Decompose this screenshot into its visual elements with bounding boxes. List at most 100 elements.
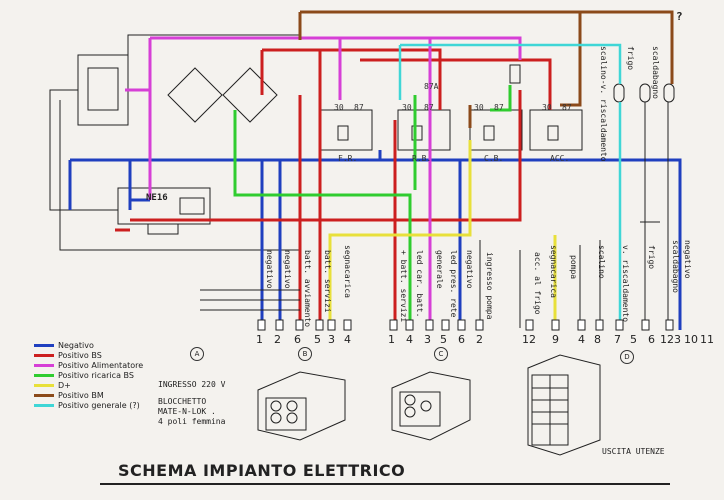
label-frigo-top: frigo	[626, 46, 635, 71]
relay-rb-contact-87a: 87A	[424, 82, 439, 91]
label-negativo-b2: negativo	[283, 250, 292, 289]
label-negativo-c: negativo	[465, 250, 474, 289]
pin-d-10: 10	[684, 333, 698, 346]
legend-swatch-negativo	[34, 343, 54, 347]
pin-d-12a: 12	[522, 333, 536, 346]
note-mate-n-lok: MATE-N-LOK .	[158, 407, 216, 416]
connector-c-marker: C	[434, 347, 448, 361]
pin-b-4: 4	[344, 333, 351, 346]
note-ingresso: INGRESSO 220 V	[158, 380, 226, 389]
label-generale: generale	[435, 250, 444, 289]
wire-positivo-bm	[298, 10, 674, 128]
label-scalino-riscaldamento: scalino-v. riscaldamento	[599, 46, 608, 162]
pin-d-12b: 12	[660, 333, 674, 346]
wire-positivo-bs	[115, 48, 552, 328]
title-underline	[100, 483, 670, 485]
pin-terminals	[257, 319, 674, 331]
label-segnacarica-d: segnacarica	[549, 245, 558, 298]
note-blocchetto: BLOCCHETTO	[158, 397, 207, 406]
legend-item: Negativo	[34, 340, 143, 350]
wire-positivo-alimentatore	[125, 36, 522, 328]
connector-b-marker: B	[298, 347, 312, 361]
pin-d-8: 8	[594, 333, 601, 346]
label-scalino: scalino	[597, 245, 606, 279]
label-ingresso-pompa: ingresso pompa	[485, 252, 494, 320]
legend-swatch-d-plus	[34, 383, 54, 387]
label-batt-servizi-plus: + batt. servizi	[399, 250, 408, 323]
label-scaldabagno-d: scaldabagno	[671, 240, 680, 293]
legend-label: Positivo generale (?)	[58, 400, 140, 410]
pin-b-1: 1	[256, 333, 263, 346]
relay-cb-contact-30: 30	[474, 103, 484, 112]
power-supply-block	[49, 34, 300, 251]
wire-negativo	[68, 150, 682, 330]
relay-rb-name: R.B.	[412, 154, 432, 163]
pin-d-5: 5	[630, 333, 637, 346]
pin-d-9: 9	[552, 333, 559, 346]
label-led-car-batt: led car. batt.	[415, 250, 424, 318]
relay-acc-name: ACC.	[550, 154, 570, 163]
pin-d-7: 7	[614, 333, 621, 346]
fuses	[509, 64, 675, 103]
label-pompa: pompa	[569, 255, 578, 280]
pin-c-4: 4	[406, 333, 413, 346]
legend-label: Positivo BS	[58, 350, 102, 360]
pin-d-11: 11	[700, 333, 714, 346]
pin-c-6: 6	[458, 333, 465, 346]
pin-d-4: 4	[578, 333, 585, 346]
relay-fr-contact-30: 30	[334, 103, 344, 112]
legend-swatch-positivo-alimentatore	[34, 363, 54, 367]
legend-label: Negativo	[58, 340, 94, 350]
wire-positivo-ricarica	[233, 85, 512, 328]
label-batt-avviamento: batt. avviamento	[303, 250, 312, 328]
pin-b-3: 3	[328, 333, 335, 346]
pin-c-1: 1	[388, 333, 395, 346]
legend-label: D+	[58, 380, 71, 390]
relay-cb-contact-87: 87	[494, 103, 504, 112]
label-batt-servizi: batt. servizi	[323, 250, 332, 313]
wire-positivo-generale	[398, 43, 622, 330]
label-segnacarica-b: segnacarica	[343, 245, 352, 298]
legend-swatch-positivo-generale	[34, 403, 54, 407]
module-label: NE16	[146, 193, 168, 203]
connector-drawings	[257, 354, 601, 456]
legend-label: Positivo Alimentatore	[58, 360, 144, 370]
relay-fr-contact-87: 87	[354, 103, 364, 112]
legend-item: Positivo generale (?)	[34, 400, 143, 410]
label-led-pres-rete: led pres. rete	[449, 250, 458, 318]
pin-c-3: 3	[424, 333, 431, 346]
relay-boxes	[319, 109, 583, 151]
legend-item: Positivo BM	[34, 390, 143, 400]
label-v-riscaldamento: v. riscaldamento	[621, 245, 630, 323]
pin-b-2: 2	[274, 333, 281, 346]
legend-swatch-positivo-bm	[34, 393, 54, 397]
pin-c-5: 5	[440, 333, 447, 346]
relay-acc-contact-30: 30	[542, 103, 552, 112]
legend-item: D+	[34, 380, 143, 390]
relay-cb-name: C.B.	[484, 154, 504, 163]
legend-label: Positivo BM	[58, 390, 104, 400]
note-poli: 4 poli femmina	[158, 417, 226, 426]
label-negativo-d: negativo	[683, 240, 692, 279]
relay-fr-name: F.R.	[338, 154, 358, 163]
connector-a-marker: A	[190, 347, 204, 361]
terminal-drops	[200, 102, 669, 330]
question-mark: ?	[676, 10, 683, 23]
relay-acc-contact-87: 87	[562, 103, 572, 112]
pin-d-3: 3	[674, 333, 681, 346]
wire-d-plus	[328, 140, 557, 328]
diagram-title: SCHEMA IMPIANTO ELETTRICO	[118, 461, 406, 480]
legend-swatch-positivo-ricarica	[34, 373, 54, 377]
label-scaldabagno-top: scaldabagno	[651, 46, 660, 99]
pin-c-2: 2	[476, 333, 483, 346]
connector-d-marker: D	[620, 350, 634, 364]
legend-swatch-positivo-bs	[34, 353, 54, 357]
relay-rb-contact-87: 87	[424, 103, 434, 112]
legend-item: Positivo ricarica BS	[34, 370, 143, 380]
legend-item: Positivo BS	[34, 350, 143, 360]
note-uscita: USCITA UTENZE	[602, 447, 665, 456]
legend-item: Positivo Alimentatore	[34, 360, 143, 370]
relay-rb-contact-30: 30	[402, 103, 412, 112]
label-frigo-d: frigo	[647, 245, 656, 270]
